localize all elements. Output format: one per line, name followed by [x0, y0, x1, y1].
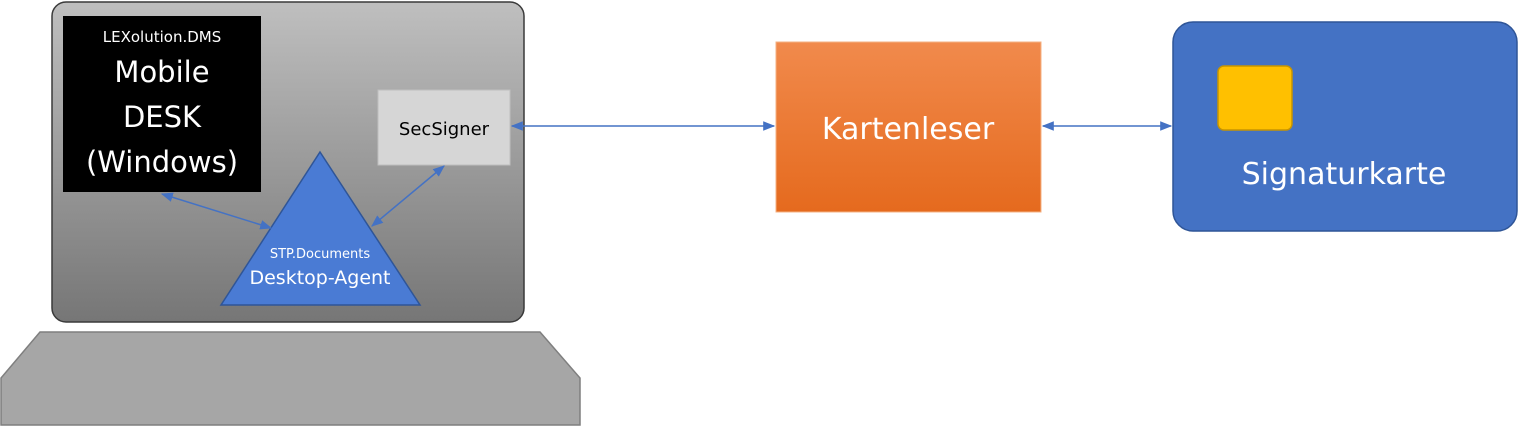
mobile-desk-line-2: DESK — [123, 100, 202, 134]
mobile-desk-subtitle: LEXolution.DMS — [103, 28, 221, 46]
card-reader-box — [775, 41, 1042, 213]
arrow-mobile-desk-to-agent — [160, 192, 273, 230]
mobile-desk-line-1: Mobile — [114, 55, 209, 89]
mobile-desk-line-3: (Windows) — [86, 145, 238, 179]
chip-icon — [1217, 65, 1293, 131]
arrow-secsigner-to-agent — [371, 165, 445, 227]
desktop-agent[interactable]: STP.Documents Desktop-Agent — [219, 150, 422, 306]
mobile-desk-box — [63, 16, 261, 192]
secsigner-rect — [377, 89, 511, 166]
secsigner-box[interactable]: SecSigner — [377, 89, 511, 166]
mobile-desk-window[interactable]: LEXolution.DMS Mobile DESK (Windows) — [63, 16, 261, 192]
desktop-agent-label: Desktop-Agent — [249, 267, 390, 289]
signature-card[interactable]: Signaturkarte — [1172, 21, 1518, 232]
desktop-agent-subtitle: STP.Documents — [270, 247, 370, 262]
connections — [160, 121, 1173, 230]
card-reader[interactable]: Kartenleser — [775, 41, 1042, 213]
laptop-base — [0, 331, 581, 426]
signature-card-label: Signaturkarte — [1242, 157, 1447, 192]
card-reader-label: Kartenleser — [822, 112, 995, 147]
secsigner-label: SecSigner — [399, 119, 490, 140]
